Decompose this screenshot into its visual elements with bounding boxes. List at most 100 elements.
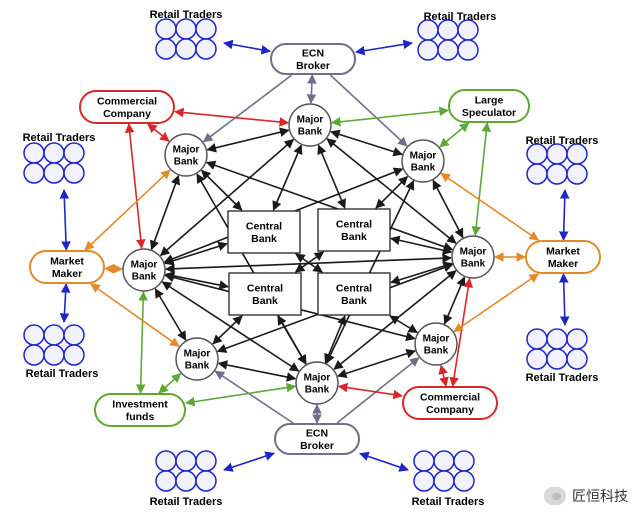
investment-funds-label-line: Investment xyxy=(112,398,168,410)
arrow-retail-bottom-right-ecn xyxy=(359,451,409,472)
arrow-mbLL-mbB xyxy=(217,360,297,382)
arrow-mbLR-cb4 xyxy=(389,315,419,334)
arrow-mbL-cb3 xyxy=(164,271,229,290)
central-bank-3-label-line: Central xyxy=(247,282,283,294)
commercial-company-bottom-right-shape xyxy=(402,386,498,420)
large-speculator-label-line: Large xyxy=(475,94,504,106)
commercial-company-bottom-right-label-line: Company xyxy=(426,404,474,416)
major-bank-upper-left-label-line: Major xyxy=(173,145,200,156)
major-bank-right-label-line: Bank xyxy=(461,259,486,270)
central-bank-4-label-line: Bank xyxy=(341,295,367,307)
ecn-broker-bottom-label-line: ECN xyxy=(306,427,328,439)
trader-bubble xyxy=(546,328,568,350)
market-maker-right-shape xyxy=(525,240,601,274)
major-bank-top-shape xyxy=(288,103,332,147)
arrow-cb2-cb3 xyxy=(294,251,325,273)
arrow-mbR-cb2 xyxy=(390,235,453,255)
trader-bubble xyxy=(546,348,568,370)
arrow-speculator-upper-right xyxy=(439,122,470,148)
arrow-retail-right-lower-mm xyxy=(558,273,570,326)
major-bank-right-label-line: Major xyxy=(460,247,487,258)
arrow-commercial-bottom-major xyxy=(337,382,403,400)
commercial-company-top-left-shape xyxy=(79,90,175,124)
major-bank-lower-left-shape xyxy=(175,337,219,381)
trader-bubble xyxy=(433,450,455,472)
trader-bubble xyxy=(23,324,45,346)
arrow-mbR-mbLR xyxy=(443,276,466,325)
arrow-ecn-top-upper-left xyxy=(202,74,293,143)
major-bank-upper-right-label-line: Major xyxy=(410,151,437,162)
trader-bubble xyxy=(546,163,568,185)
trader-bubble xyxy=(23,142,45,164)
commercial-company-top-left-label-line: Commercial xyxy=(97,95,157,107)
trader-bubble xyxy=(566,348,588,370)
wechat-icon xyxy=(544,487,566,505)
investment-funds-label-line: funds xyxy=(126,411,155,423)
arrow-retail-left-lower-mm xyxy=(59,283,71,323)
market-maker-left-label-line: Market xyxy=(50,255,84,267)
trader-bubble xyxy=(433,470,455,492)
large-speculator-shape xyxy=(448,89,530,123)
trader-bubble xyxy=(437,39,459,61)
trader-bubble xyxy=(43,324,65,346)
central-bank-4-label-line: Central xyxy=(336,282,372,294)
retail-traders-label: Retail Traders xyxy=(412,496,485,508)
arrow-mbR-cb4 xyxy=(390,261,453,285)
retail-traders-right-upper: Retail Traders xyxy=(526,135,598,185)
trader-bubble xyxy=(63,324,85,346)
central-bank-3-label-line: Bank xyxy=(252,295,278,307)
arrow-mbT-cb2 xyxy=(317,144,346,209)
market-maker-right-label-line: Maker xyxy=(548,258,578,270)
trader-bubble xyxy=(63,162,85,184)
trader-bubble xyxy=(43,162,65,184)
trader-bubble xyxy=(417,19,439,41)
retail-traders-label: Retail Traders xyxy=(526,372,599,384)
major-bank-lower-right-shape xyxy=(414,322,458,366)
major-bank-lower-left-label-line: Major xyxy=(184,349,211,360)
arrow-funds-bottom xyxy=(185,382,297,407)
trader-bubble xyxy=(195,38,217,60)
arrow-mm-left-upper-left xyxy=(84,169,171,251)
retail-traders-right-lower: Retail Traders xyxy=(526,328,599,384)
trader-bubble xyxy=(155,18,177,40)
major-bank-upper-left-label-line: Bank xyxy=(174,157,199,168)
arrow-commercial-bottom-lower-right xyxy=(438,364,449,387)
trader-bubble xyxy=(23,162,45,184)
trader-bubble xyxy=(453,450,475,472)
major-bank-bottom-shape xyxy=(295,361,339,405)
trader-bubble xyxy=(23,344,45,366)
major-bank-top-label-line: Bank xyxy=(298,127,323,138)
trader-bubble xyxy=(526,143,548,165)
trader-bubble xyxy=(63,344,85,366)
arrow-retail-left-upper-mm xyxy=(59,189,71,251)
commercial-company-bottom-right-label-line: Commercial xyxy=(420,391,480,403)
trader-bubble xyxy=(566,328,588,350)
major-bank-upper-right-label-line: Bank xyxy=(411,163,436,174)
trader-bubble xyxy=(175,18,197,40)
arrow-mm-left-left xyxy=(104,263,123,274)
ecn-broker-top-label-line: ECN xyxy=(302,47,324,59)
